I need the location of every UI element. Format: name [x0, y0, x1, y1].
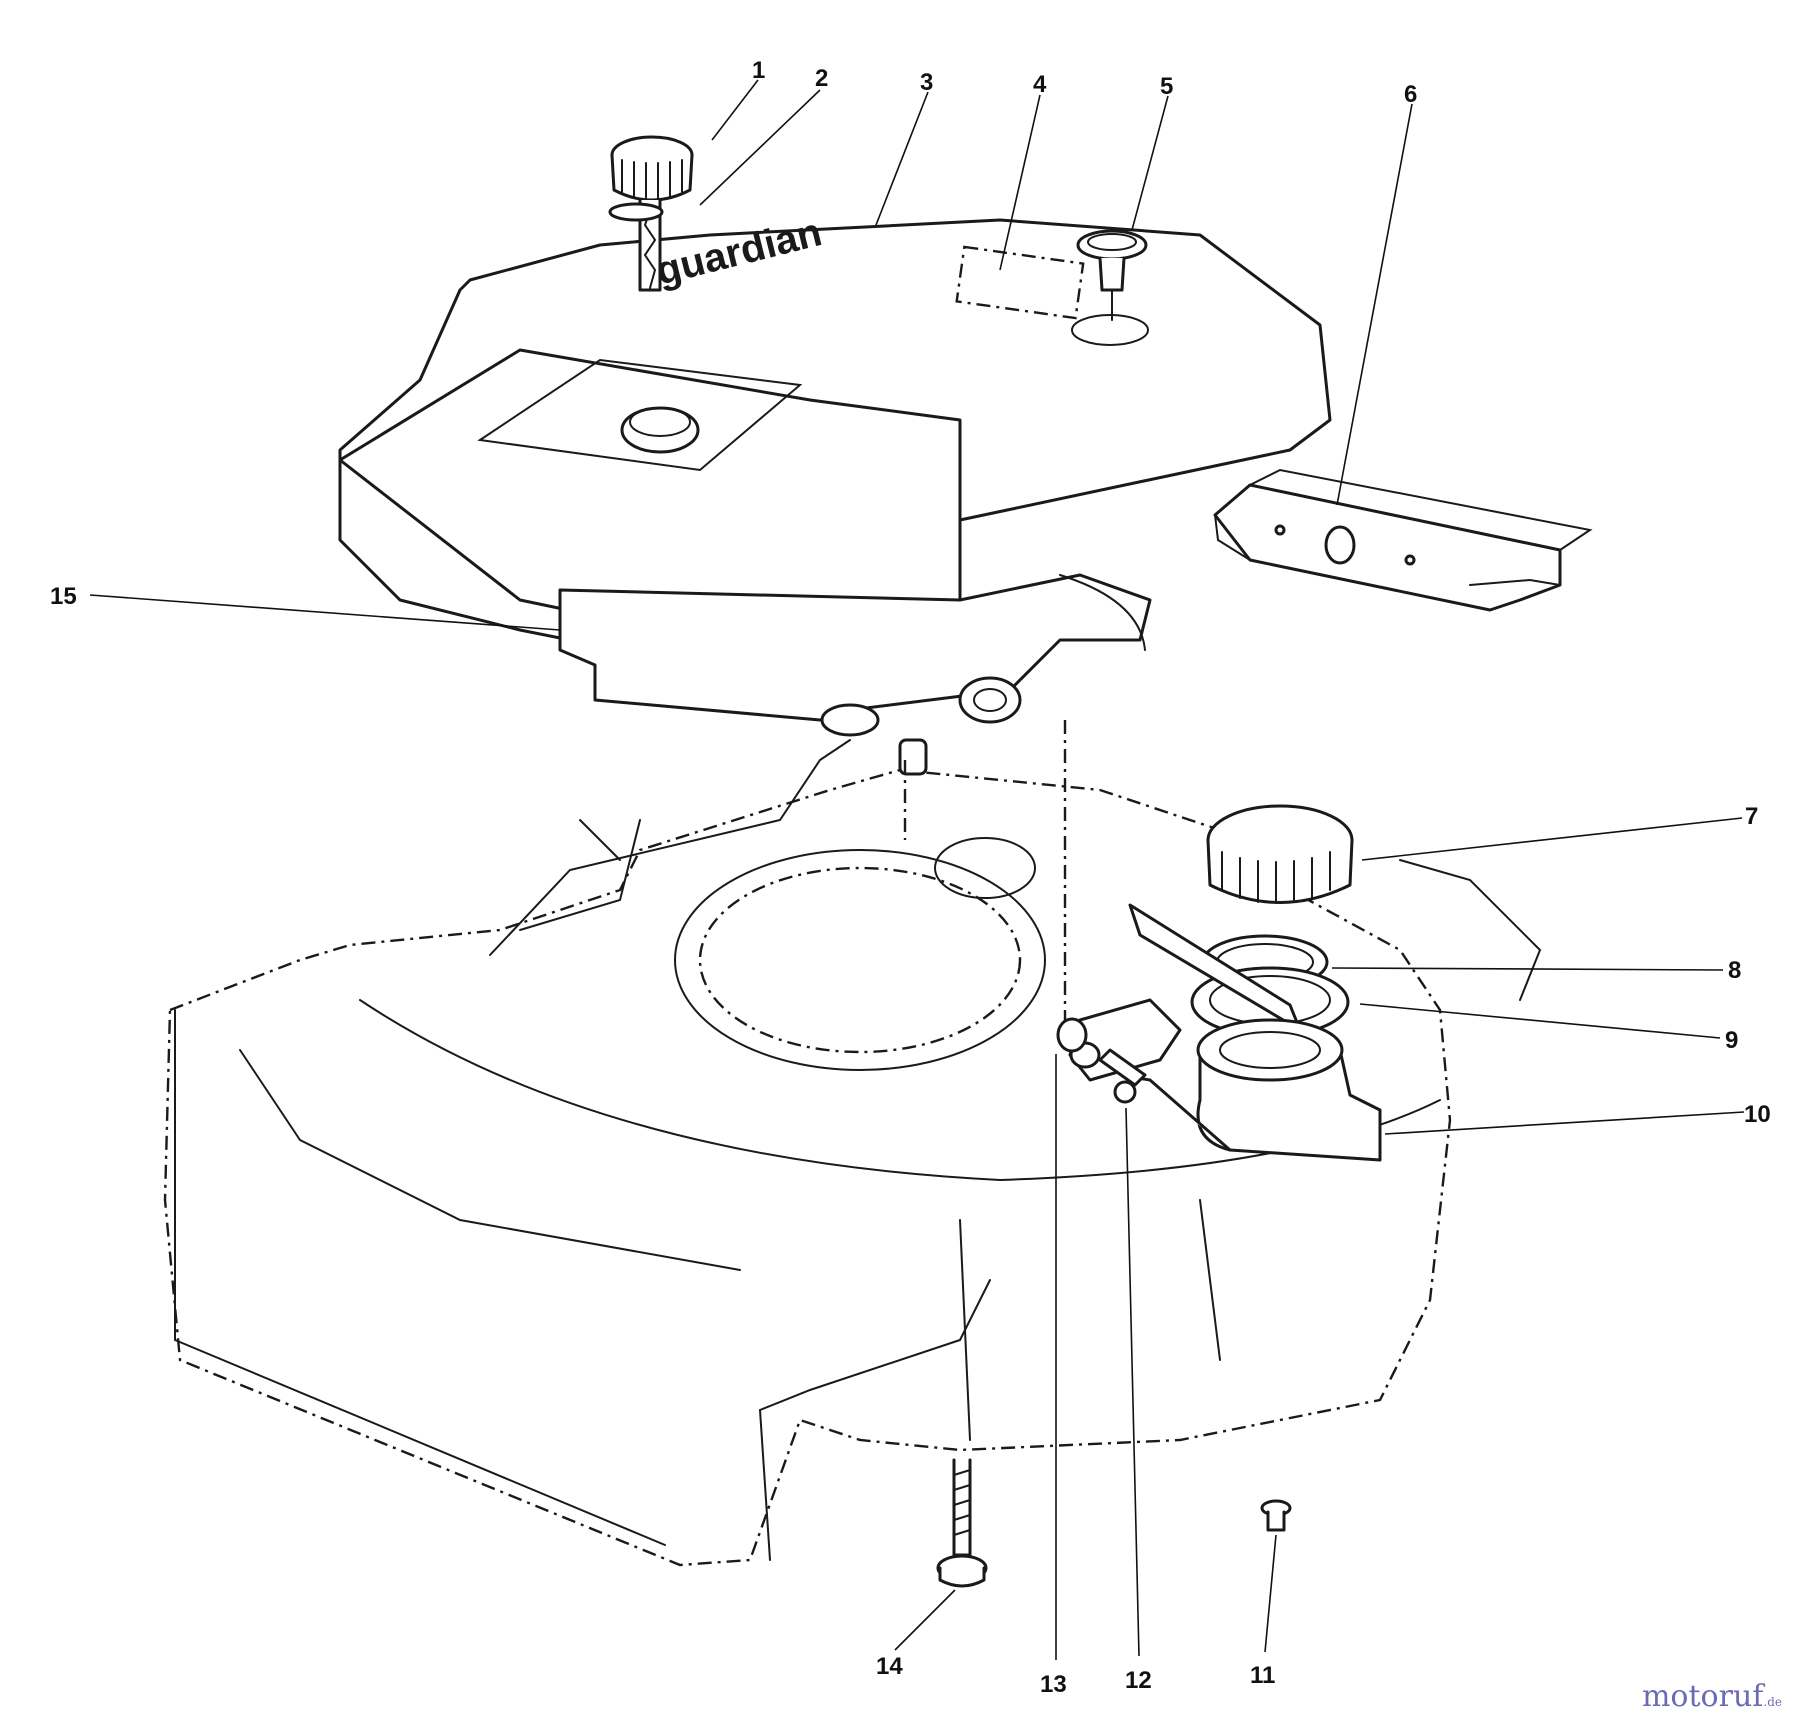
primer-button [1076, 229, 1148, 321]
callout-3: 3 [920, 69, 933, 96]
fuel-valve [1068, 998, 1182, 1104]
filler-neck-ring [1128, 903, 1350, 1038]
callout-11: 11 [1250, 1662, 1275, 1689]
callout-8: 8 [1728, 957, 1741, 984]
callout-7: 7 [1745, 803, 1758, 830]
callout-6: 6 [1404, 81, 1417, 108]
knob-o-ring [608, 202, 664, 222]
callout-12: 12 [1125, 1667, 1152, 1694]
deck-screw [1260, 1499, 1292, 1532]
valve-clamp-ring [1056, 1017, 1088, 1053]
callout-14: 14 [876, 1653, 903, 1680]
watermark-logo: motoruf.de [1642, 1679, 1782, 1714]
callout-4: 4 [1033, 71, 1047, 98]
watermark-text: motoruf [1641, 1679, 1764, 1714]
watermark-suffix: .de [1763, 1695, 1782, 1709]
primer-knob [610, 135, 694, 292]
callout-10: 10 [1744, 1101, 1771, 1128]
callout-13: 13 [1040, 1671, 1067, 1698]
callout-1: 1 [752, 57, 765, 84]
engine-shroud: guardian [338, 210, 1332, 662]
callout-labels: 1 2 3 4 5 6 7 8 9 10 11 12 13 14 15 [50, 57, 1771, 1698]
callout-9: 9 [1725, 1027, 1738, 1054]
engine-base [558, 573, 1152, 1050]
bracket [1213, 468, 1593, 612]
mounting-bolt [936, 1458, 988, 1588]
fuel-cap [1206, 804, 1354, 904]
callout-15: 15 [50, 583, 77, 610]
callout-5: 5 [1160, 73, 1173, 100]
leader-lines [89, 79, 1745, 1660]
callout-2: 2 [815, 65, 828, 92]
